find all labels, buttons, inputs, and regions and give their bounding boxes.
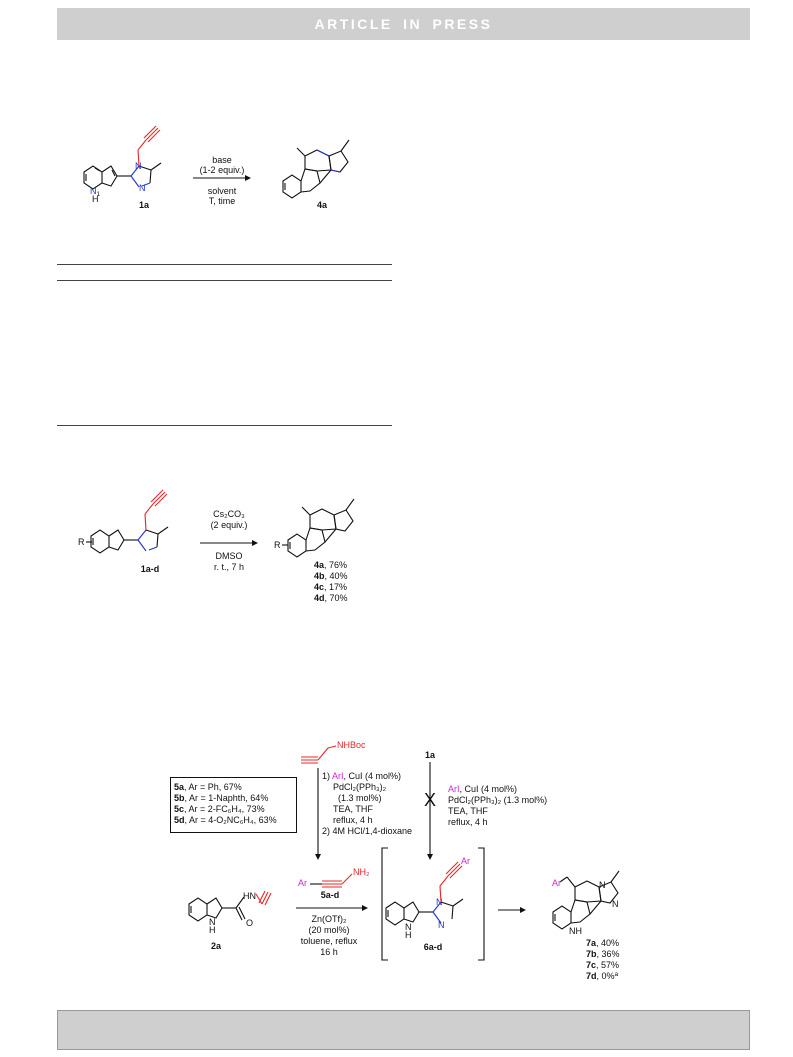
table-rule-bottom: [57, 425, 392, 426]
scheme3-right-conditions: ArI, CuI (4 mol%) PdCl₂(PPh₃)₂ (1.3 mol%…: [448, 784, 547, 828]
scheme2-yield-4b: 4b, 40%: [314, 571, 348, 581]
compound-1a-structure: [83, 125, 162, 190]
compound-6a-d-structure: [385, 861, 464, 926]
compound-2a-structure: [188, 890, 272, 922]
scheme1-product-label: 4a: [316, 200, 327, 210]
right-cond-ari: ArI, CuI (4 mol%): [448, 784, 518, 794]
scheme2-reagent-equiv: (2 equiv.): [210, 520, 248, 530]
box-item-5d: 5d, Ar = 4-O₂NC₆H₄, 63%: [174, 815, 277, 825]
amide-o-label: O: [246, 918, 254, 928]
box-item-5c: 5c, Ar = 2-FC₆H₄, 73%: [174, 804, 265, 814]
amine-ar-label: Ar: [298, 878, 307, 888]
right-cond-reflux: reflux, 4 h: [448, 817, 488, 827]
amine-compound-label: 5a-d: [320, 890, 340, 900]
scheme2-r-label-product: R: [274, 540, 281, 550]
cond-amide-time: 16 h: [320, 947, 338, 957]
product7-n2-label: N: [612, 899, 619, 909]
scheme3-yield-box: 5a, Ar = Ph, 67% 5b, Ar = 1-Naphth, 64% …: [170, 777, 297, 833]
scheme1-n-label-b: N: [139, 183, 146, 193]
product7-ar-label: Ar: [552, 878, 561, 888]
scheme2-start-label: 1a-d: [140, 564, 160, 574]
article-header-bar: ARTICLE IN PRESS: [57, 8, 750, 40]
intermediate-h-label: H: [405, 930, 412, 940]
yield-7d: 7d, 0%a: [586, 971, 619, 981]
right-cond-pd: PdCl₂(PPh₃)₂ (1.3 mol%): [448, 795, 548, 805]
cond-toluene: toluene, reflux: [300, 936, 358, 946]
scheme2-r-label: R: [78, 537, 85, 547]
scheme1-n-label-a: N: [135, 161, 142, 171]
compound-4a-structure: [282, 139, 350, 199]
scheme1-reagent-equiv: (1-2 equiv.): [199, 165, 245, 175]
yield-7a: 7a, 40%: [586, 938, 620, 948]
amide-h-label: H: [209, 925, 216, 935]
yield-7c: 7c, 57%: [586, 960, 620, 970]
compound-2a-label: 2a: [210, 941, 221, 951]
table-rule-top: [57, 264, 392, 265]
scheme1-start-label: 1a: [138, 200, 149, 210]
scheme3-nhboc-label: NHBoc: [337, 740, 366, 750]
scheme2-yield-4d: 4d, 70%: [314, 593, 348, 603]
scheme2-yield-4a: 4a, 76%: [314, 560, 348, 570]
cond-pd: PdCl₂(PPh₃)₂: [333, 782, 387, 792]
scheme3-yield-list: 7a, 40% 7b, 36% 7c, 57% 7d, 0%a: [586, 938, 620, 982]
scheme1-h-label: H: [92, 194, 99, 204]
right-cond-tea: TEA, THF: [448, 806, 488, 816]
bracket-left: [381, 847, 388, 961]
scheme3-amide-conditions: Zn(OTf)₂ (20 mol%) toluene, reflux 16 h: [296, 914, 362, 958]
product7-n1-label: N: [599, 880, 606, 890]
propargyl-nhboc-structure: [301, 745, 337, 764]
cond-step1: 1) ArI, CuI (4 mol%): [322, 771, 402, 781]
scheme2-reagent-base: Cs₂CO₃: [213, 509, 245, 519]
scheme1-reagent-base: base: [212, 155, 232, 165]
scheme2-yield-4c: 4c, 17%: [314, 582, 348, 592]
amide-nh-label: N: [209, 917, 216, 927]
scheme3-1a-label: 1a: [425, 750, 436, 760]
compound-7a-d-structure: [552, 870, 620, 930]
amine-5a-d-structure: [310, 873, 353, 888]
scheme3-left-conditions: 1) ArI, CuI (4 mol%) PdCl₂(PPh₃)₂ (1.3 m…: [322, 771, 412, 837]
cond-zn-loading: (20 mol%): [308, 925, 350, 935]
intermediate-n1-label: N: [436, 897, 443, 907]
scheme2-yield-list: 4a, 76% 4b, 40% 4c, 17% 4d, 70%: [314, 560, 348, 604]
scheme2-reagent-solvent: DMSO: [215, 551, 243, 561]
amide-hn-label: HN: [243, 891, 256, 901]
intermediate-n2-label: N: [438, 920, 445, 930]
yield-7b: 7b, 36%: [586, 949, 620, 959]
cond-pd-loading: (1.3 mol%): [338, 793, 382, 803]
scheme1-reagent-solvent: solvent: [207, 186, 237, 196]
cond-step2: 2) 4M HCl/1,4-dioxane: [322, 826, 413, 836]
box-item-5a: 5a, Ar = Ph, 67%: [174, 782, 242, 792]
cond-znotf: Zn(OTf)₂: [311, 914, 347, 924]
scheme3-cross-mark: X: [424, 790, 437, 810]
scheme2-reagent-time: r. t., 7 h: [213, 562, 244, 572]
box-item-5b: 5b, Ar = 1-Naphth, 64%: [174, 793, 269, 803]
compound-1a-d-structure: [86, 489, 169, 554]
footer-bar: [57, 1010, 750, 1050]
amine-nh2-label: NH₂: [353, 867, 370, 877]
intermediate-ar-label: Ar: [461, 856, 470, 866]
article-header-title: ARTICLE IN PRESS: [314, 16, 493, 32]
table-rule-mid: [57, 280, 392, 281]
scheme1-nh-label: N1: [90, 186, 101, 198]
bracket-right: [478, 847, 485, 961]
intermediate-label: 6a-d: [423, 942, 443, 952]
compound-4a-d-structure: [282, 498, 355, 558]
scheme1-reagent-time: T, time: [208, 196, 236, 206]
cond-tea: TEA, THF: [333, 804, 373, 814]
cond-reflux: reflux, 4 h: [333, 815, 373, 825]
product7-nh-label: NH: [569, 926, 582, 936]
intermediate-nh-label: N: [405, 922, 412, 932]
